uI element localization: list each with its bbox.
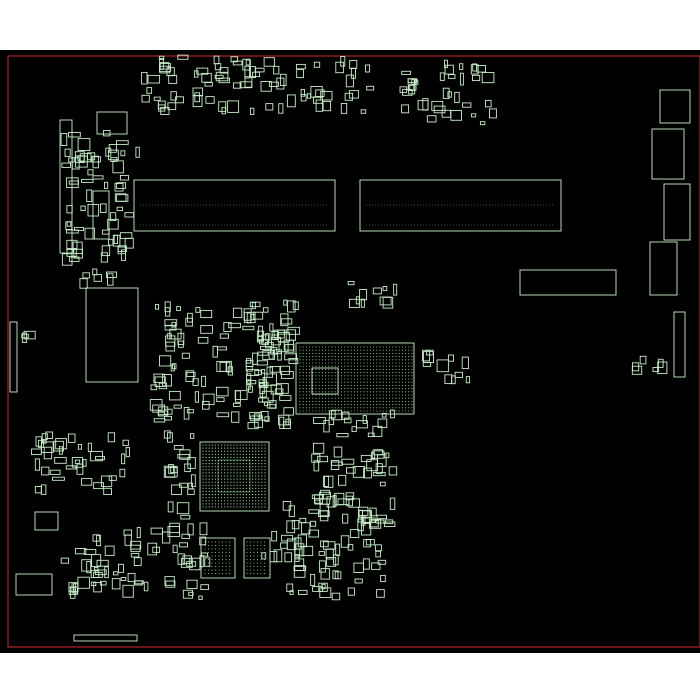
vram-chip-left[interactable] bbox=[200, 537, 236, 579]
pcb-layout-diagram[interactable] bbox=[0, 50, 700, 653]
pch-bga-package[interactable] bbox=[199, 441, 270, 512]
memory-slot-left[interactable] bbox=[133, 179, 336, 232]
memory-slot-right[interactable] bbox=[359, 179, 562, 232]
connector-right-mid[interactable] bbox=[651, 128, 685, 180]
ic-left-mid[interactable] bbox=[34, 511, 59, 531]
connector-vertical-small[interactable] bbox=[92, 190, 110, 240]
connector-right-edge[interactable] bbox=[673, 311, 686, 378]
ffc-connector[interactable] bbox=[519, 269, 617, 296]
cpu-bga-package[interactable] bbox=[295, 342, 415, 415]
board-outline bbox=[7, 55, 700, 648]
connector-bottom[interactable] bbox=[73, 634, 138, 642]
large-ic-left[interactable] bbox=[85, 287, 139, 383]
ic-bottom-left[interactable] bbox=[15, 573, 53, 596]
connector-right-lower[interactable] bbox=[663, 183, 691, 241]
boardview-canvas[interactable] bbox=[0, 50, 700, 653]
cpu-ball-grid bbox=[299, 346, 413, 412]
connector-left-side[interactable] bbox=[9, 321, 18, 393]
connector-left-edge[interactable] bbox=[59, 119, 73, 254]
passive-components bbox=[21, 54, 668, 601]
connector-right-bottom[interactable] bbox=[649, 241, 678, 296]
connector-right-top[interactable] bbox=[659, 89, 691, 124]
pch-ball-grid bbox=[202, 444, 266, 508]
ic-top-left[interactable] bbox=[96, 111, 128, 135]
